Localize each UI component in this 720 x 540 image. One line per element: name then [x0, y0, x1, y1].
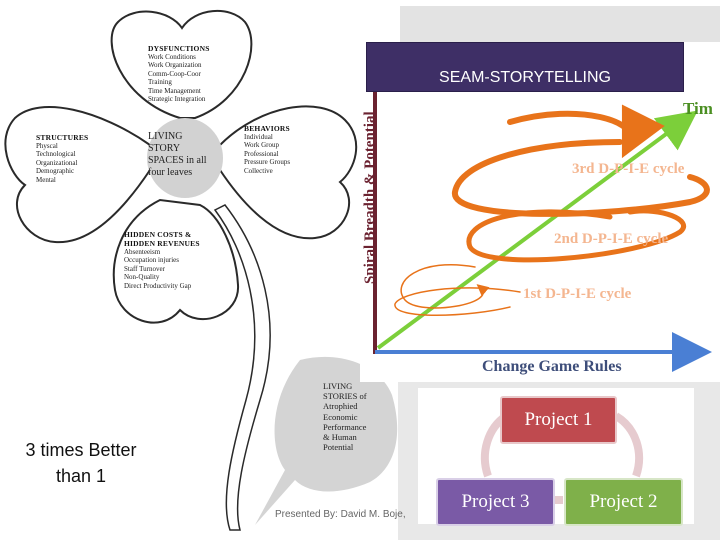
bubble-line: Economic — [323, 411, 358, 422]
project-2-box[interactable]: Project 2 — [564, 478, 683, 526]
center-line: LIVING — [148, 131, 183, 142]
x-axis-label: Change Game Rules — [482, 358, 622, 375]
left-leaf-item: Mental — [36, 175, 56, 184]
spiral-diagram — [373, 82, 712, 372]
bottom-leaf-item: Staff Turnover — [124, 264, 165, 273]
top-leaf-item: Time Management — [148, 86, 201, 95]
spiral-cycle-2 — [466, 208, 686, 263]
y-axis-label: Spiral Breadth & Potential — [362, 111, 378, 284]
bubble-line: Performance — [323, 421, 367, 432]
spiral-cycle-3 — [452, 139, 710, 217]
spiral-cycle-1b — [394, 287, 521, 316]
left-leaf-item: Technological — [36, 150, 76, 159]
project-3-label: Project 3 — [461, 491, 530, 512]
clover-stem — [213, 204, 271, 531]
right-leaf-item: Work Group — [244, 141, 280, 150]
bottom-leaf-title-2: HIDDEN REVENUES — [124, 239, 200, 248]
bottom-leaf-title-1: HIDDEN COSTS & — [124, 230, 192, 239]
cycle-label-2: 2nd D-P-I-E cycle — [554, 231, 669, 247]
left-leaf-text: STRUCTURES Physcal Technological Organiz… — [36, 133, 126, 184]
right-leaf-item: Pressure Groups — [244, 158, 291, 167]
top-leaf-item: Comm-Coop-Coor — [148, 69, 201, 78]
top-leaf-item: Training — [148, 78, 172, 87]
left-leaf-item: Demographic — [36, 167, 75, 176]
clover-center-text: LIVING STORY SPACES in all four leaves — [148, 131, 238, 179]
top-leaf-item: Work Conditions — [148, 53, 196, 61]
caption-line-2: than 1 — [55, 466, 107, 486]
right-leaf-item: Individual — [244, 133, 273, 141]
left-leaf-title: STRUCTURES — [36, 133, 89, 142]
project-1-label: Project 1 — [524, 409, 593, 430]
project-1-box[interactable]: Project 1 — [500, 396, 617, 444]
top-leaf-item: Strategic Integration — [148, 95, 206, 104]
cycle-label-3: 3rd D-P-I-E cycle — [572, 161, 685, 177]
bottom-leaf-item: Occupation injuries — [124, 256, 180, 265]
left-leaf-item: Physcal — [36, 142, 58, 150]
center-line: STORY — [148, 143, 181, 154]
bottom-leaf-item: Direct Productivity Gap — [124, 281, 192, 290]
bubble-line: STORIES of — [323, 391, 367, 402]
presenter-footer: Presented By: David M. Boje, — [275, 509, 406, 520]
left-leaf-item: Organizational — [36, 158, 78, 167]
spiral-cycle-3-top — [507, 104, 665, 159]
bubble-line: Atrophied — [323, 401, 358, 412]
cycle-label-1: 1st D-P-I-E cycle — [523, 286, 632, 302]
stem-bubble-text: LIVING STORIES of Atrophied Economic Per… — [323, 381, 393, 452]
bottom-leaf-text: HIDDEN COSTS & HIDDEN REVENUES Absenteei… — [124, 230, 234, 290]
time-label: Tim — [683, 99, 713, 118]
clover-diagram — [4, 10, 398, 531]
right-leaf-item: Professional — [244, 149, 279, 158]
clover-top-leaf — [110, 10, 253, 119]
bottom-leaf-item: Non-Quality — [124, 273, 160, 282]
spiral-cycle-1 — [400, 264, 490, 309]
center-line: SPACES in all — [148, 155, 207, 166]
bubble-line: Potential — [323, 442, 354, 453]
clover-center-bubble — [147, 118, 223, 198]
left-caption: 3 times Better than 1 — [0, 437, 162, 489]
seam-storytelling-banner: SEAM-STORYTELLING — [366, 42, 684, 92]
right-leaf-title: BEHAVIORS — [244, 124, 290, 133]
project-2-label: Project 2 — [589, 491, 658, 512]
right-leaf-text: BEHAVIORS Individual Work Group Professi… — [244, 124, 334, 175]
top-leaf-item: Work Organization — [148, 61, 202, 70]
bubble-line: & Human — [323, 432, 357, 443]
bottom-leaf-item: Absenteeism — [124, 248, 161, 256]
banner-title: SEAM-STORYTELLING — [439, 69, 611, 86]
top-leaf-title: DYSFUNCTIONS — [148, 44, 210, 53]
right-leaf-item: Collective — [244, 166, 273, 175]
top-leaf-text: DYSFUNCTIONS Work Conditions Work Organi… — [148, 44, 258, 103]
clover-right-leaf — [219, 105, 358, 240]
project-3-box[interactable]: Project 3 — [436, 478, 555, 526]
clover-bottom-leaf — [112, 198, 240, 324]
bubble-line: LIVING — [323, 381, 353, 391]
caption-line-1: 3 times Better — [25, 440, 137, 460]
stem-speech-bubble — [255, 356, 398, 525]
clover-left-leaf — [4, 106, 151, 244]
center-line: four leaves — [148, 167, 193, 178]
